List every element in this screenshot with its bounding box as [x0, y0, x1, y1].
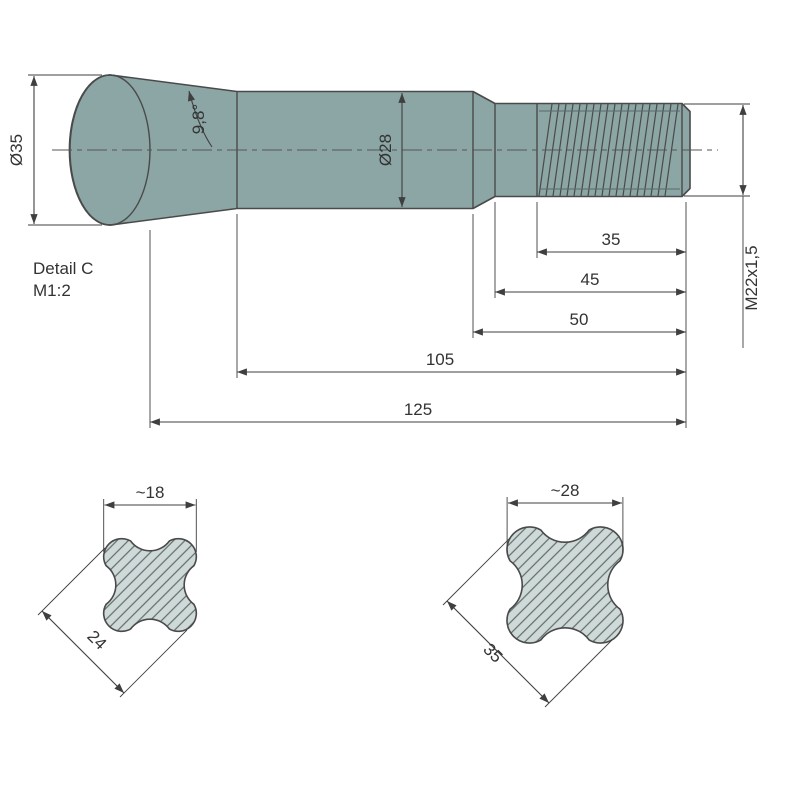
dim-small-diagonal-label: 24 — [83, 627, 110, 654]
section-small-profile — [102, 537, 198, 633]
section-large-profile — [506, 526, 624, 644]
dim-125: 125 — [149, 230, 686, 428]
dim-125-label: 125 — [404, 400, 432, 419]
detail-name: Detail C — [33, 259, 93, 278]
dim-angle-label: 9,8° — [189, 104, 208, 134]
dim-small-diagonal: 24 — [37, 547, 188, 698]
section-large: ~28 35 — [442, 481, 624, 708]
dim-45-label: 45 — [581, 270, 600, 289]
dim-angle: 9,8° — [187, 90, 213, 148]
dim-45: 45 — [494, 202, 686, 298]
dim-dia28-label: Ø28 — [376, 134, 395, 166]
dim-dia28: Ø28 — [376, 93, 406, 207]
detail-scale: M1:2 — [33, 281, 71, 300]
dim-35: 35 — [536, 202, 686, 258]
detail-label: Detail C M1:2 — [33, 259, 93, 300]
dim-105: 105 — [236, 214, 686, 378]
dim-dia35: Ø35 — [7, 74, 102, 226]
main-view — [52, 74, 718, 226]
dim-105-label: 105 — [426, 350, 454, 369]
dim-50-label: 50 — [570, 310, 589, 329]
dim-dia35-label: Ø35 — [7, 134, 26, 166]
dimensions: Ø35 Ø28 9,8° M22x1,5 35 — [7, 74, 761, 428]
dim-50: 50 — [472, 214, 686, 338]
dim-35-label: 35 — [602, 230, 621, 249]
dim-small-width: ~18 — [103, 483, 197, 552]
dim-large-width-label: ~28 — [551, 481, 580, 500]
section-small: ~18 24 — [37, 483, 198, 698]
dim-large-diagonal-label: 35 — [479, 640, 506, 667]
dim-thread: M22x1,5 — [684, 103, 761, 348]
dim-thread-label: M22x1,5 — [742, 245, 761, 310]
dim-small-width-label: ~18 — [136, 483, 165, 502]
dim-large-width: ~28 — [506, 481, 624, 552]
